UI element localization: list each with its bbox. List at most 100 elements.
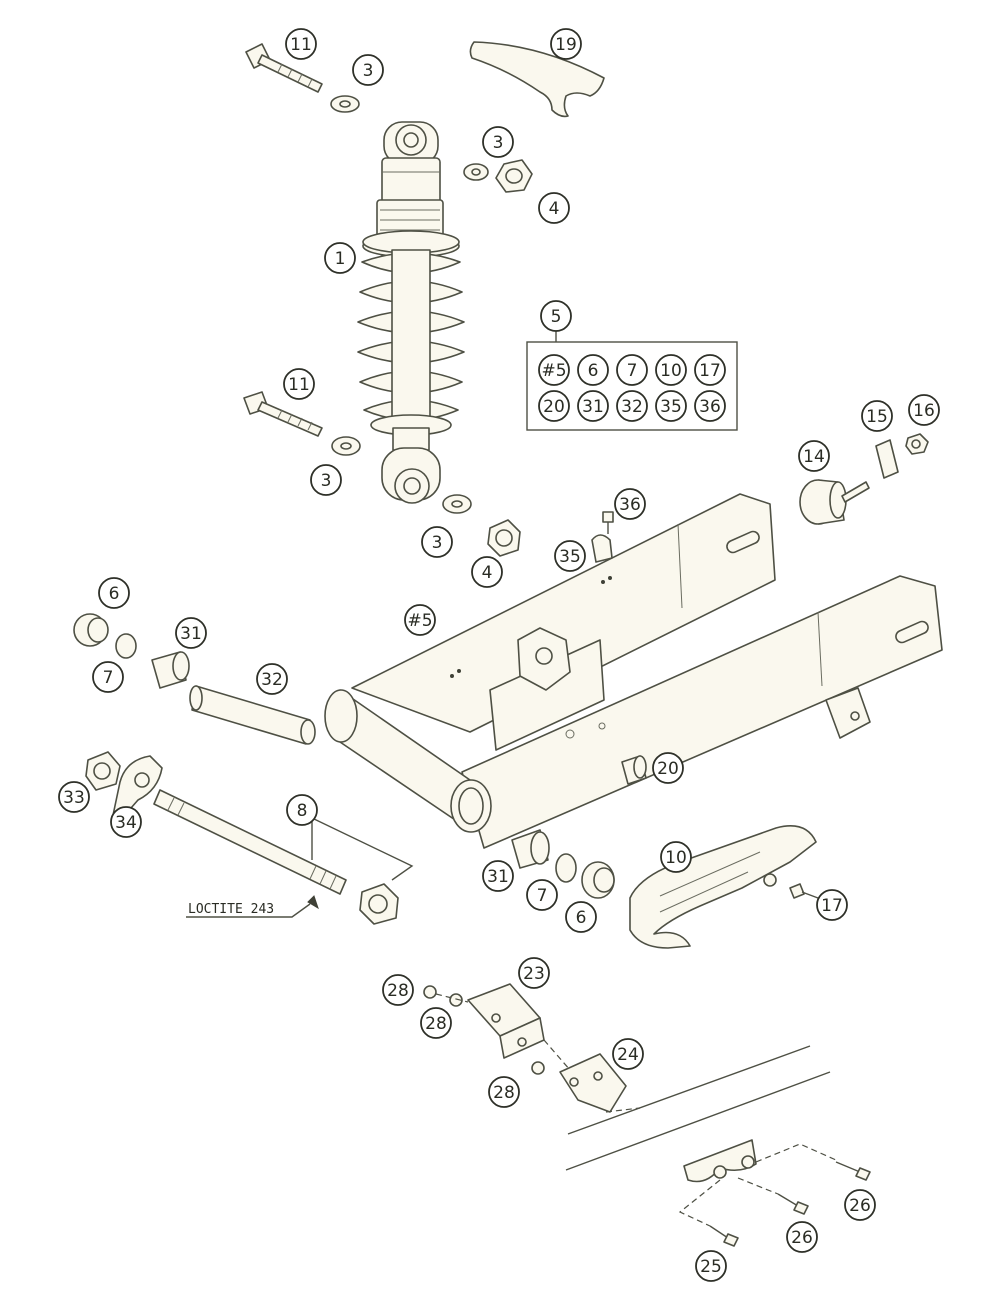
callout-number: 16 (913, 401, 935, 421)
callout-circle (695, 1250, 727, 1282)
swingarm (324, 493, 943, 849)
callout-circle (554, 540, 586, 572)
bolt-11-lower (243, 391, 323, 437)
callout-number: 28 (493, 1083, 515, 1103)
callout-number: 11 (290, 35, 312, 55)
seal-6-left (73, 613, 109, 647)
callout-circle (286, 794, 318, 826)
callout-b1: 1 (324, 242, 356, 274)
callout-number: 31 (487, 867, 509, 887)
callout-b33: 33 (58, 781, 90, 813)
kit-item-number: #5 (541, 361, 566, 381)
callout-number: 26 (849, 1196, 871, 1216)
callout-number: 35 (559, 547, 581, 567)
callout-number: 6 (576, 908, 587, 928)
callout-b8: 8 (286, 794, 318, 826)
screw-17 (789, 883, 819, 899)
swingarm-axle-8 (153, 789, 347, 910)
callout-b20: 20 (652, 752, 684, 784)
callout-number: 28 (425, 1014, 447, 1034)
callout-number: 4 (482, 563, 493, 583)
callout-b23: 23 (518, 957, 550, 989)
callout-circle (421, 526, 453, 558)
bracket-23 (467, 983, 545, 1059)
callout-b17: 17 (816, 889, 848, 921)
callout-number: 3 (432, 533, 443, 553)
callout-circle (256, 663, 288, 695)
chain-slider-10 (629, 825, 817, 949)
callout-circle (283, 368, 315, 400)
callout-circle (382, 974, 414, 1006)
callout-circle (816, 889, 848, 921)
callout-b5: 5 (540, 300, 572, 332)
callout-b5frame: #5 (404, 604, 436, 636)
callout-circle (660, 841, 692, 873)
kit-item-number: 10 (660, 361, 682, 381)
bolt-25 (709, 1225, 739, 1247)
kit-item-circle (538, 354, 570, 386)
nut-4-lower (487, 519, 521, 557)
kit-item-number: 31 (582, 397, 604, 417)
callout-b3d: 3 (421, 526, 453, 558)
callout-number: 11 (288, 375, 310, 395)
callout-number: 7 (537, 886, 548, 906)
callout-b16: 16 (908, 394, 940, 426)
kit-item: 10 (655, 354, 687, 386)
nut-8 (359, 883, 399, 925)
callout-number: 10 (665, 848, 687, 868)
callout-circle (420, 1007, 452, 1039)
bushing-14 (799, 479, 870, 525)
loctite-note: LOCTITE 243 (188, 902, 274, 917)
callout-number: 23 (523, 964, 545, 984)
callout-b26b: 26 (786, 1221, 818, 1253)
bracket-24 (559, 1053, 627, 1113)
bolt-26-upper (835, 1161, 871, 1181)
callout-b34: 34 (110, 806, 142, 838)
callout-b3b: 3 (482, 126, 514, 158)
callout-circle (798, 440, 830, 472)
kit-item: 31 (577, 390, 609, 422)
bearing-31-left (151, 651, 190, 689)
callout-circle (98, 577, 130, 609)
callout-b3c: 3 (310, 464, 342, 496)
callout-number: 3 (493, 133, 504, 153)
callout-circle (175, 617, 207, 649)
kit-item-circle (694, 390, 726, 422)
callout-number: 31 (180, 624, 202, 644)
callout-circle (786, 1221, 818, 1253)
callout-number: 4 (549, 199, 560, 219)
callout-b24: 24 (612, 1038, 644, 1070)
callout-b15: 15 (861, 400, 893, 432)
callout-circle (482, 860, 514, 892)
nut-28-b (449, 993, 463, 1007)
callout-b7a: 7 (92, 661, 124, 693)
callout-number: 26 (791, 1228, 813, 1248)
plate-34 (111, 755, 163, 821)
kit-item: 32 (616, 390, 648, 422)
frame-section (565, 1045, 831, 1183)
callout-circle (324, 242, 356, 274)
callout-circle (404, 604, 436, 636)
spanner-19 (469, 41, 605, 118)
callout-b26a: 26 (844, 1189, 876, 1221)
callout-circle (908, 394, 940, 426)
callout-circle (844, 1189, 876, 1221)
callout-b10: 10 (660, 841, 692, 873)
callout-b11a: 11 (285, 28, 317, 60)
callout-circle (58, 781, 90, 813)
nut-28-a (423, 985, 437, 999)
callout-b25: 25 (695, 1250, 727, 1282)
callout-circle (614, 488, 646, 520)
callout-number: 3 (321, 471, 332, 491)
callout-circle (471, 556, 503, 588)
callout-b28b: 28 (420, 1007, 452, 1039)
kit-item: 35 (655, 390, 687, 422)
callout-number: 28 (387, 981, 409, 1001)
kit-item-number: 36 (699, 397, 721, 417)
callout-number: 20 (657, 759, 679, 779)
callout-b36: 36 (614, 488, 646, 520)
kit-item: 20 (538, 390, 570, 422)
screw-36 (602, 511, 614, 534)
